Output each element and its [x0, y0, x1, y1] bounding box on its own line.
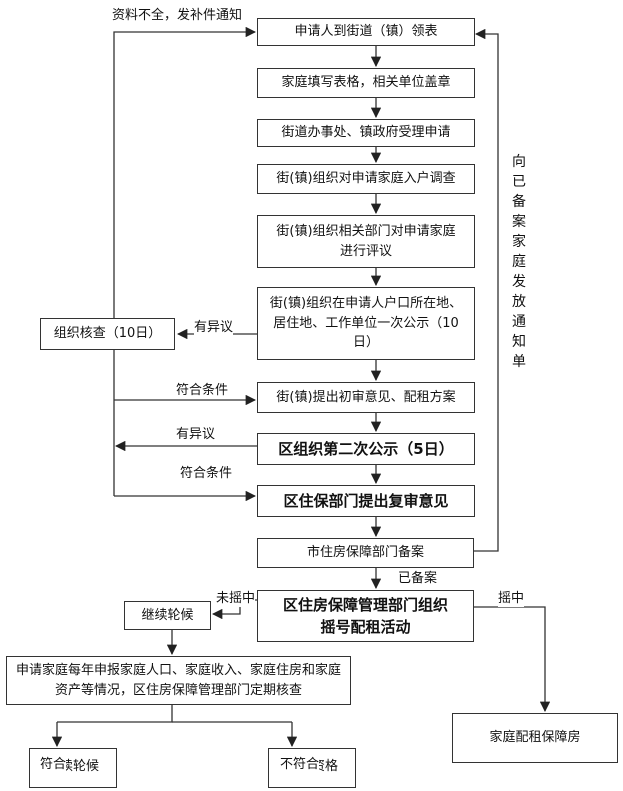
label-meets-2: 符合条件	[180, 466, 233, 482]
step-evaluation: 街(镇)组织相关部门对申请家庭进行评议	[257, 215, 475, 268]
step-collect-form: 申请人到街道（镇）领表	[257, 18, 475, 46]
label-meets-1: 符合条件	[176, 383, 229, 399]
step-fill-form: 家庭填写表格，相关单位盖章	[257, 68, 475, 98]
label-objection-1: 有异议	[194, 320, 234, 336]
label-not-meets: 不符合	[280, 757, 320, 773]
step-review-opinion: 区住保部门提出复审意见	[257, 485, 475, 517]
label-not-drawn: 未摇中	[216, 591, 256, 607]
step-accept-application: 街道办事处、镇政府受理申请	[257, 119, 475, 147]
label-filed: 已备案	[398, 571, 438, 587]
step-preliminary-opinion: 街(镇)提出初审意见、配租方案	[257, 382, 475, 413]
step-first-notice: 街(镇)组织在申请人户口所在地、居住地、工作单位一次公示（10日）	[257, 287, 475, 360]
step-lottery: 区住房保障管理部门组织摇号配租活动	[257, 590, 474, 642]
label-drawn: 摇中	[498, 591, 525, 607]
step-second-notice: 区组织第二次公示（5日）	[257, 433, 475, 465]
arrow-drawn	[474, 606, 551, 713]
label-meets-3: 符合	[40, 757, 67, 773]
annual-review: 申请家庭每年申报家庭人口、家庭收入、家庭住房和家庭资产等情况，区住房保障管理部门…	[6, 656, 351, 705]
step-home-survey: 街(镇)组织对申请家庭入户调查	[257, 164, 475, 194]
review-split	[57, 705, 173, 723]
result-allocated-housing: 家庭配租保障房	[452, 713, 618, 763]
continue-waiting-top: 继续轮候	[124, 601, 211, 630]
organize-check: 组织核查（10日）	[40, 318, 175, 350]
arrow-notify-loop	[474, 28, 499, 552]
step-city-filing: 市住房保障部门备案	[257, 538, 474, 568]
label-notify-vertical: 向已备案家庭发放通知单	[512, 154, 526, 370]
label-incomplete: 资料不全，发补件通知	[112, 8, 243, 24]
label-objection-2: 有异议	[176, 427, 216, 443]
